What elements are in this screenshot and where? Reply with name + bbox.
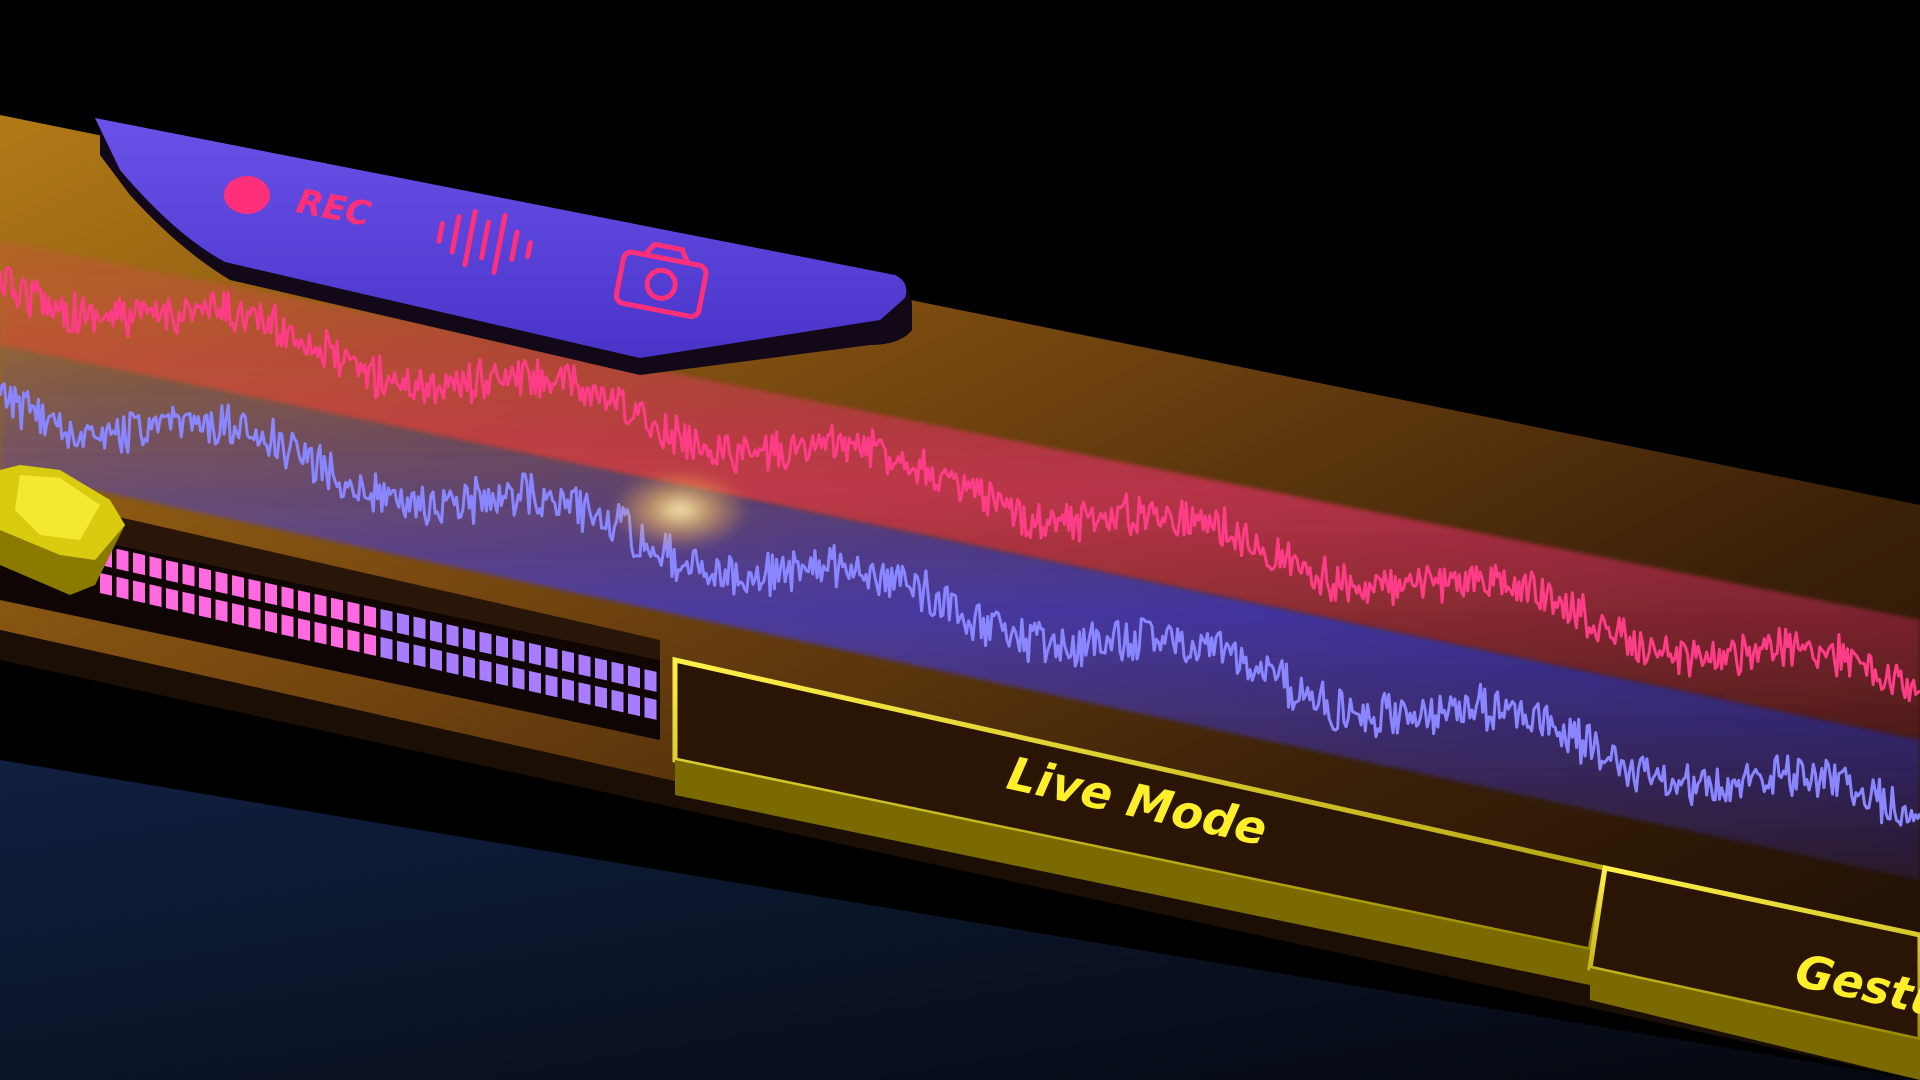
level-meter-cell [116,576,129,600]
level-meter-cell [182,591,195,615]
level-meter-cell [248,606,261,630]
level-meter-cell [430,620,442,643]
floor-surface [0,760,1920,1080]
level-meter-cell [232,603,244,626]
level-meter-cell [149,556,162,579]
level-meter-cell [281,614,294,638]
level-meter-cell [149,584,162,607]
camera-icon[interactable] [613,239,710,319]
level-meter-cell [248,578,261,602]
level-meter-cell [397,640,409,664]
deck-front-edge [0,630,1920,1080]
record-toolbar: REC [95,118,912,375]
level-meter-cell [331,597,343,621]
level-meter-cell [446,652,459,675]
level-meter-cell [529,642,541,666]
level-meter-cell [529,670,541,694]
level-meter-cell [628,693,640,717]
audio-waveform-icon[interactable] [435,204,534,278]
level-meter-cell [380,637,393,660]
level-meter-cell [347,601,360,625]
level-meter-cell [331,625,343,649]
level-meter-cell [479,631,492,655]
level-meter-cell [413,644,426,668]
waveform-track-bottom [0,345,1920,880]
level-meter-cell [133,580,145,604]
level-meter-cell [298,618,310,641]
waveform-track-top [0,240,1920,740]
level-meter-cell [595,685,607,709]
level-meter-cell [166,588,178,611]
level-meter-cell [595,657,607,681]
level-meter-cell [116,548,129,572]
level-meter-cell [479,659,492,683]
level-meter-cell [199,595,211,619]
mode-gesture-button[interactable]: Gestu [1587,865,1920,1080]
waveform-line-bottom [0,382,1920,827]
mode-live-edge [675,760,1590,985]
level-meter-cell [265,582,277,606]
record-dot-icon[interactable] [224,176,270,214]
level-meter-cell [578,682,591,705]
waveform-line-top [0,266,1920,703]
level-meter-cell [496,635,508,659]
level-meter-cell [347,629,360,653]
level-meter-cell [611,661,624,685]
level-meter-cell [166,560,178,583]
level-meter-cell [281,586,294,610]
level-meter-cell [232,575,244,598]
level-meter-cell [628,665,640,689]
level-meter-top [0,490,660,660]
level-meter-cell [644,697,657,720]
level-meter-cells [100,545,657,720]
level-meter-cell [545,646,558,670]
level-meter-base [0,520,660,740]
level-meter-cell [463,627,475,651]
level-meter-cell [364,605,376,628]
level-meter-cell [182,563,195,587]
level-meter-cell [562,650,574,674]
level-meter-cell [380,609,393,632]
level-meter [0,490,660,740]
level-meter-cell [496,663,508,687]
level-meter-cell [364,633,376,656]
level-meter-cell [512,639,525,662]
level-meter-cell [413,616,426,640]
level-meter-cell [397,612,409,636]
level-meter-cell [314,621,327,645]
level-meter-cell [562,678,574,702]
level-meter-cell [611,689,624,713]
playhead-glow [610,470,750,550]
level-meter-cell [314,593,327,617]
level-meter-cell [265,610,277,634]
level-meter-cell [463,655,475,679]
level-meter-cell [446,624,459,647]
level-meter-cell [199,567,211,591]
level-meter-cell [215,599,228,623]
fader-knob[interactable] [0,465,125,595]
level-meter-cell [430,648,442,671]
mode-gesture-edge [1590,968,1920,1080]
level-meter-cell [512,667,525,690]
level-meter-cell [100,573,112,596]
level-meter-cell [298,590,310,613]
level-meter-cell [133,552,145,576]
mode-live-button[interactable]: Live Mode [672,656,1608,985]
level-meter-cell [545,674,558,698]
mode-gesture-face [1587,865,1920,1043]
level-meter-cell [578,654,591,677]
level-meter-cell [644,669,657,692]
level-meter-cell [215,571,228,595]
